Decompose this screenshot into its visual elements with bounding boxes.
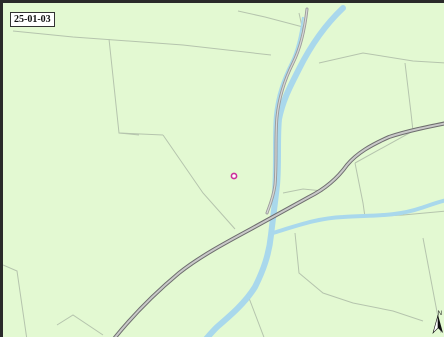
parcel-line	[237, 10, 304, 28]
north-label: N	[437, 311, 442, 317]
river-main-channel	[203, 5, 346, 337]
parcel-line	[282, 188, 324, 194]
parcel-line	[118, 132, 140, 136]
creek	[272, 16, 304, 194]
parcel-line	[294, 232, 424, 322]
secondary-road-fill	[266, 8, 308, 214]
road	[112, 121, 444, 337]
parcel-line	[56, 314, 104, 336]
road-fill	[114, 122, 444, 337]
secondary-road	[265, 7, 309, 215]
parcel-line	[404, 62, 414, 132]
land-area	[3, 3, 444, 337]
river-branch	[271, 198, 444, 235]
north-arrow-icon	[432, 314, 443, 335]
parcel-line	[318, 52, 444, 64]
river	[203, 5, 444, 337]
parcel-label: 25-01-03	[10, 12, 55, 27]
parcel-line	[162, 134, 236, 230]
parcel-line	[3, 264, 28, 337]
parcel-line	[12, 30, 272, 56]
map-canvas[interactable]	[3, 3, 444, 337]
parcel-line	[248, 297, 265, 337]
location-circle-icon[interactable]	[230, 172, 238, 180]
